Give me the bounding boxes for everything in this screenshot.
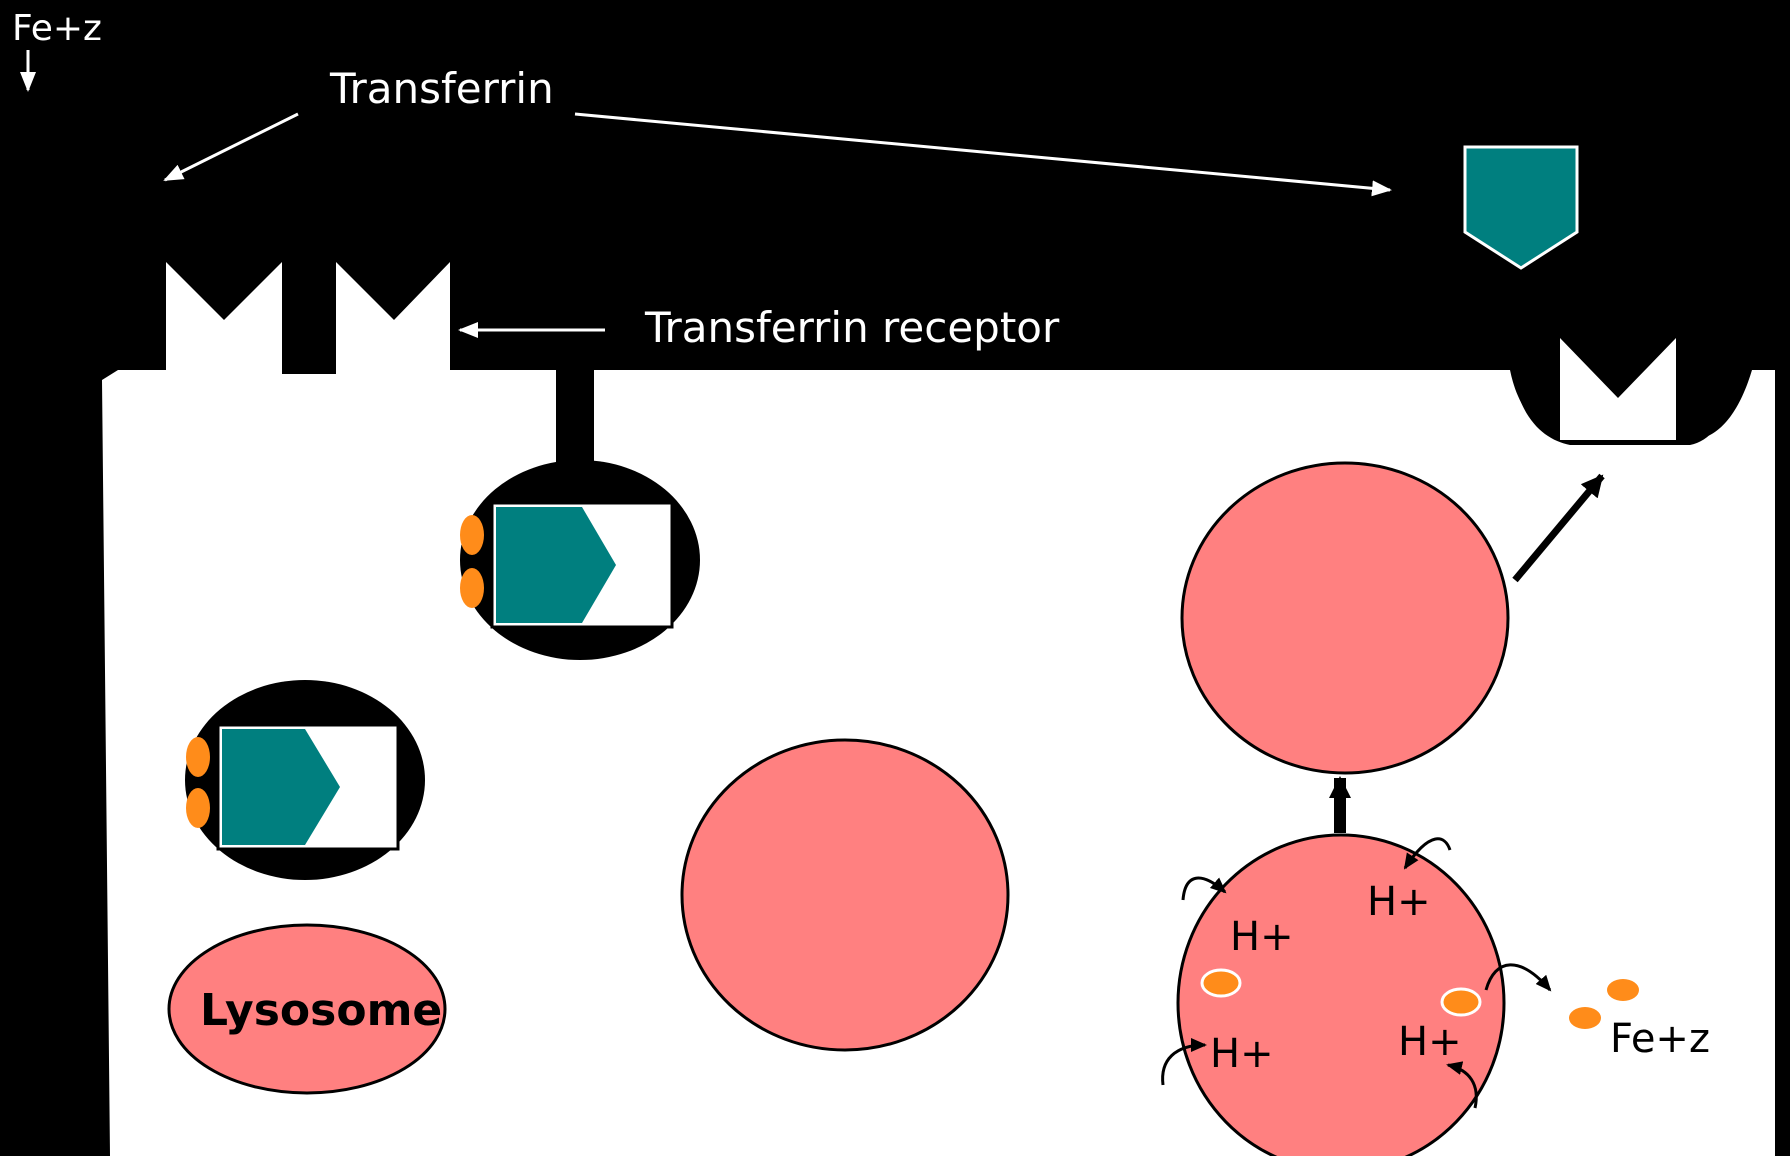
proton-arrow-1 — [1181, 876, 1227, 901]
endosome-middle — [680, 738, 1010, 1052]
iron-ion-2 — [1440, 987, 1482, 1017]
iron-label-released: Fe+z — [1610, 1016, 1710, 1062]
receptor-gap — [282, 360, 336, 374]
acidic-endosome — [1176, 833, 1506, 1156]
iron-ion-1 — [1200, 968, 1242, 998]
receptor-left-2 — [336, 262, 450, 370]
proton-label-4: H+ — [1398, 1019, 1462, 1065]
proton-label-1: H+ — [1230, 914, 1294, 960]
proton-arrow-3 — [1161, 1038, 1207, 1086]
proton-arrow-2 — [1403, 837, 1452, 870]
recycling-vesicle — [1180, 461, 1510, 775]
transferrin-pointer-right — [574, 112, 1392, 197]
coated-vesicle-2 — [185, 680, 425, 880]
proton-label-2: H+ — [1367, 879, 1431, 925]
proton-arrow-4 — [1446, 1061, 1478, 1109]
transferrin-pointer-left — [163, 112, 299, 182]
iron-exit-arrow — [1484, 963, 1552, 992]
receptor-right — [1560, 338, 1676, 440]
arrow-to-membrane — [1512, 473, 1605, 583]
transferrin-label: Transferrin — [329, 64, 554, 113]
transferrin-free — [1463, 145, 1579, 270]
coated-vesicle-1 — [460, 460, 700, 660]
endocytosis-stalk — [556, 368, 594, 468]
iron-label-top: Fe+z — [12, 8, 102, 49]
lysosome-label: Lysosome — [200, 985, 442, 1036]
receptor-left-1 — [166, 262, 282, 370]
lysosome — [167, 923, 447, 1095]
transferrin-receptor-label: Transferrin receptor — [644, 303, 1060, 352]
proton-label-3: H+ — [1210, 1031, 1274, 1077]
iron-ion-released-2 — [1569, 1007, 1601, 1029]
iron-ion-released-1 — [1607, 979, 1639, 1001]
